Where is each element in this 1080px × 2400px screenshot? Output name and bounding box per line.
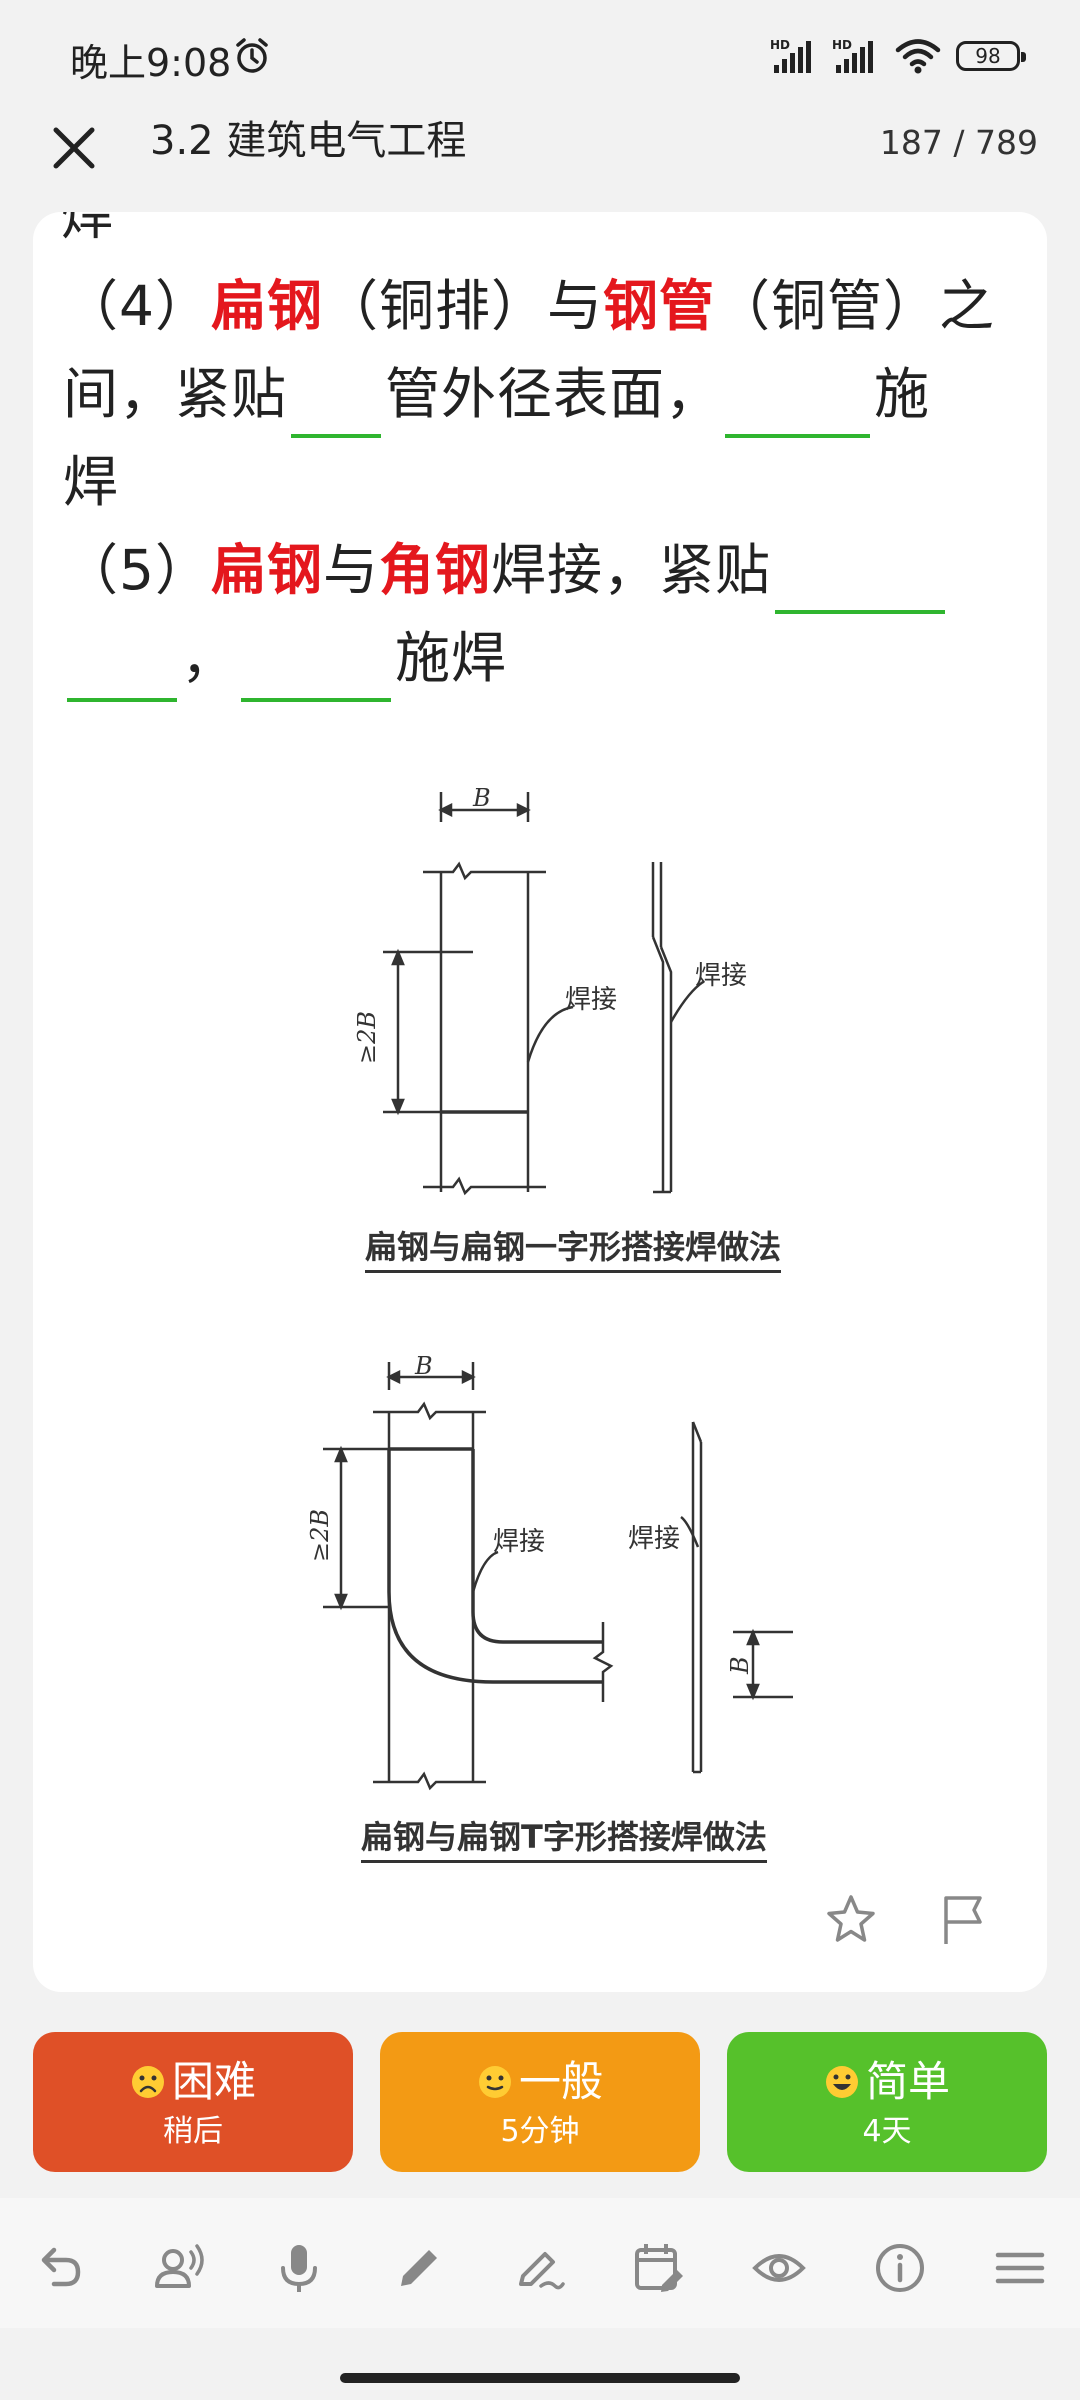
star-icon[interactable]: [823, 1892, 879, 1948]
figure-2-dim-width: B: [414, 1352, 433, 1380]
question-segment: （5）: [63, 538, 211, 602]
hd-signal-icon: HD: [832, 38, 873, 73]
question-segment: 焊接，紧贴: [491, 538, 772, 602]
figure-2-caption: 扁钢与扁钢T字形搭接焊做法: [361, 1812, 767, 1863]
home-indicator[interactable]: [340, 2373, 740, 2383]
question-line: 焊: [63, 438, 1023, 526]
voice-user-icon[interactable]: [151, 2240, 207, 2296]
question-text: （4）扁钢（铜排）与钢管（铜管）之间，紧贴管外径表面，施焊（5）扁钢与角钢焊接，…: [63, 262, 1023, 702]
question-segment: （铜排）与: [323, 274, 604, 338]
figure-1-weld-label-b: 焊接: [695, 961, 747, 991]
rate-normal-label: 一般: [518, 2057, 603, 2106]
battery-indicator: 98: [956, 41, 1026, 71]
rate-normal-interval: 5分钟: [500, 2114, 580, 2149]
question-segment: （4）: [63, 274, 211, 338]
pencil-icon[interactable]: [391, 2240, 447, 2296]
sad-face-icon: [131, 2066, 164, 2098]
figure-2-weld-label-b: 焊接: [628, 1524, 680, 1554]
rate-easy-button[interactable]: 简单 4天: [727, 2032, 1047, 2172]
answer-blank: [775, 554, 946, 614]
figure-2-weld-label-a: 焊接: [493, 1527, 545, 1557]
figure-2-dim-side: B: [726, 1656, 754, 1675]
info-icon[interactable]: [872, 2240, 928, 2296]
figure-1-weld-label-a: 焊接: [565, 985, 617, 1015]
undo-icon[interactable]: [32, 2240, 88, 2296]
happy-face-icon: [825, 2066, 858, 2098]
menu-icon[interactable]: [992, 2240, 1048, 2296]
rate-easy-interval: 4天: [862, 2114, 912, 2149]
question-line: ， 施焊: [63, 614, 1023, 702]
keyword-highlight: 钢管: [603, 274, 716, 338]
question-segment: 管外径表面，: [385, 362, 722, 426]
question-line: 间，紧贴 管外径表面， 施: [63, 350, 1023, 438]
question-segment: ，: [181, 626, 238, 690]
flashcard: 焊 （4）扁钢（铜排）与钢管（铜管）之间，紧贴管外径表面，施焊（5）扁钢与角钢焊…: [33, 212, 1047, 1992]
keyword-highlight: 角钢: [379, 538, 492, 602]
question-segment: （铜管）之: [715, 274, 996, 338]
figure-2-dim-height: ≥2B: [306, 1509, 334, 1562]
answer-blank: [67, 642, 177, 702]
svg-text:HD: HD: [770, 38, 790, 52]
battery-level: 98: [975, 44, 1001, 68]
rate-hard-label: 困难: [171, 2057, 256, 2106]
alarm-icon: [236, 38, 268, 73]
close-icon[interactable]: [48, 122, 100, 174]
neutral-face-icon: [478, 2066, 511, 2098]
answer-blank: [291, 378, 382, 438]
rate-normal-button[interactable]: 一般 5分钟: [380, 2032, 700, 2172]
figure-1-dim-height: ≥2B: [353, 1011, 381, 1064]
hd-signal-icon: HD: [770, 38, 811, 73]
microphone-icon[interactable]: [271, 2240, 327, 2296]
question-segment: 焊: [63, 450, 120, 514]
answer-blank: [241, 642, 392, 702]
rate-hard-button[interactable]: 困难 稍后: [33, 2032, 353, 2172]
rate-easy-label: 简单: [865, 2057, 950, 2106]
page-title: 3.2 建筑电气工程: [150, 118, 467, 164]
question-segment: 间，紧贴: [63, 362, 288, 426]
status-time: 晚上9:08: [70, 41, 232, 85]
question-line: （5）扁钢与角钢焊接，紧贴: [63, 526, 1023, 614]
question-segment: 施焊: [395, 626, 508, 690]
figure-2-drawing: B ≥2B B 焊接 焊接: [306, 1352, 793, 1791]
figure-2: B ≥2B B 焊接 焊接 扁钢与扁钢T字形搭接焊做法: [303, 1352, 843, 1992]
eye-icon[interactable]: [751, 2240, 807, 2296]
figure-1-caption: 扁钢与扁钢一字形搭接焊做法: [365, 1222, 782, 1273]
svg-text:HD: HD: [832, 38, 852, 52]
keyword-highlight: 扁钢: [211, 274, 324, 338]
page-counter: 187 / 789: [879, 123, 1038, 162]
status-bar: 晚上9:08 HD HD 98: [0, 0, 1080, 110]
wifi-icon: [895, 39, 941, 74]
figure-1-drawing: B ≥2B 焊接 焊接: [353, 784, 747, 1196]
figure-1-dim-width: B: [472, 784, 491, 812]
question-segment: 施: [874, 362, 931, 426]
question-line: （4）扁钢（铜排）与钢管（铜管）之: [63, 262, 1023, 350]
rate-hard-interval: 稍后: [163, 2114, 223, 2149]
answer-blank: [725, 378, 871, 438]
calendar-edit-icon[interactable]: [631, 2240, 687, 2296]
edit-note-icon[interactable]: [511, 2240, 567, 2296]
question-segment: 与: [323, 538, 380, 602]
clipped-text: 焊: [61, 212, 114, 247]
keyword-highlight: 扁钢: [211, 538, 324, 602]
figure-1: B ≥2B 焊接 焊接 扁钢与扁钢一字形搭接焊做法: [303, 772, 843, 1532]
flag-icon[interactable]: [938, 1892, 990, 1948]
